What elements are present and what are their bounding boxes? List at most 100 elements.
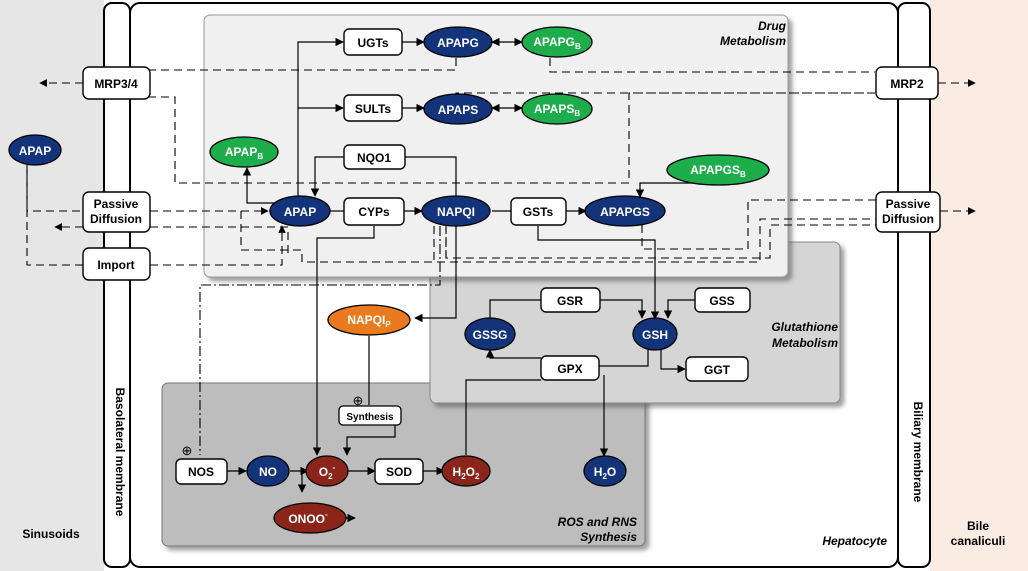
- hepatocyte-label: Hepatocyte: [822, 534, 887, 548]
- passive-diffusion-right-label-1: Passive: [886, 197, 931, 211]
- bile-canaliculi-label-2: canaliculi: [951, 534, 1006, 548]
- ggt-box[interactable]: GGT: [685, 356, 749, 382]
- gssg-label: GSSG: [473, 328, 508, 342]
- apapg-node[interactable]: [423, 26, 493, 58]
- gsts-box[interactable]: GSTs: [510, 197, 567, 226]
- no-node[interactable]: [246, 455, 290, 487]
- cyps-label: CYPs: [358, 205, 390, 219]
- gpx-to-gssg-line: [485, 349, 541, 359]
- h2o2-node[interactable]: [441, 455, 491, 487]
- synthesis-activation-symbol: ⊕: [353, 393, 364, 408]
- ugts-box[interactable]: UGTs: [343, 28, 403, 56]
- apaps-to-mrp2-line: [455, 92, 875, 124]
- passive-diffusion-left-label-1: Passive: [94, 197, 139, 211]
- passive-diffusion-left-box[interactable]: Passive Diffusion: [82, 191, 151, 233]
- efflux-mrp34-line-2: [148, 58, 457, 71]
- bile-canaliculi-region: [930, 0, 1028, 571]
- passive-diffusion-left-label-2: Diffusion: [90, 212, 142, 226]
- passive-diffusion-right-box[interactable]: Passive Diffusion: [875, 191, 941, 233]
- apap-to-ugts-line: [297, 37, 344, 205]
- apapg-label: APAPG: [437, 36, 479, 50]
- apapb-node[interactable]: [209, 136, 279, 168]
- ggt-label: GGT: [704, 363, 731, 377]
- passive-out-left-line-2: [150, 226, 289, 255]
- nos-activation-symbol: ⊕: [182, 443, 193, 458]
- nos-box[interactable]: NOS: [175, 458, 228, 485]
- sinusoids-label: Sinusoids: [22, 527, 80, 541]
- napqi-node[interactable]: [421, 195, 491, 227]
- cyps-to-o2-line: [312, 226, 375, 456]
- efflux-mrp34-line-3: [549, 58, 875, 73]
- gssg-node[interactable]: [464, 317, 516, 351]
- import-label: Import: [97, 258, 134, 272]
- apapgs-label: APAPGS: [600, 205, 650, 219]
- no-label: NO: [259, 465, 277, 479]
- gpx-box[interactable]: GPX: [540, 355, 600, 381]
- apapsb-label: APAPSB: [534, 102, 580, 118]
- apapgs-to-mrp34-line: [148, 92, 875, 184]
- onoo-label: ONOO-: [288, 510, 328, 526]
- import-line-1: [26, 170, 83, 266]
- nqo1-box[interactable]: NQO1: [343, 144, 406, 170]
- biliary-membrane-label: Biliary membrane: [911, 402, 925, 503]
- ros-rns-label-2: Synthesis: [580, 530, 637, 544]
- sod-label: SOD: [386, 465, 412, 479]
- apap-sinusoid-label: APAP: [19, 144, 51, 158]
- apap-node[interactable]: [269, 195, 331, 227]
- apapgs-node[interactable]: [584, 195, 666, 227]
- apapgsb-node[interactable]: [666, 154, 770, 186]
- napqip-label: NAPQIP: [347, 313, 391, 329]
- apapgb-label: APAPGB: [533, 35, 581, 51]
- apap-sinusoid-node[interactable]: [8, 134, 62, 166]
- apap-label: APAP: [284, 205, 316, 219]
- ugts-label: UGTs: [357, 36, 388, 50]
- nqo1-label: NQO1: [357, 151, 391, 165]
- synthesis-box[interactable]: Synthesis: [338, 405, 402, 426]
- passive-diffusion-right-label-2: Diffusion: [882, 212, 934, 226]
- gsh-to-gpx-line: [599, 350, 649, 367]
- apapgsb-label: APAPGSB: [690, 163, 746, 179]
- sults-box[interactable]: SULTs: [343, 94, 403, 122]
- gss-label: GSS: [709, 294, 734, 308]
- apapb-label: APAPB: [225, 145, 263, 161]
- h2o-label: H2O: [594, 465, 616, 481]
- onoo-node[interactable]: [273, 502, 347, 534]
- gsr-label: GSR: [557, 294, 583, 308]
- drug-metabolism-label-2: Metabolism: [720, 34, 786, 48]
- h2o2-label: H2O2: [453, 465, 480, 481]
- gss-to-gsh-line: [663, 299, 695, 319]
- napqi-activates-nos-line: [199, 226, 441, 455]
- mrp34-box[interactable]: MRP3/4: [82, 66, 151, 100]
- gsr-to-gssg-line: [489, 299, 541, 318]
- gpx-label: GPX: [557, 362, 582, 376]
- drug-metabolism-label-1: Drug: [758, 19, 787, 33]
- apaps-node[interactable]: [423, 93, 493, 125]
- napqi-to-napqip-line: [414, 226, 457, 323]
- glutathione-label-1: Glutathione: [771, 320, 838, 334]
- apapgs-to-passive-right-line: [641, 199, 876, 250]
- h2o2-to-gpx-line: [465, 379, 541, 455]
- gsr-to-gsh-line: [600, 299, 647, 319]
- biliary-membrane: [897, 2, 931, 568]
- gsts-to-gsh-line: [537, 226, 660, 320]
- mrp34-label: MRP3/4: [94, 77, 138, 91]
- cyps-box[interactable]: CYPs: [343, 197, 405, 226]
- gss-box[interactable]: GSS: [694, 287, 751, 313]
- o2-superoxide-node[interactable]: [305, 455, 349, 487]
- gsr-box[interactable]: GSR: [540, 287, 601, 313]
- import-box[interactable]: Import: [82, 247, 151, 281]
- sults-label: SULTs: [355, 102, 392, 116]
- gsh-node[interactable]: [632, 317, 678, 351]
- napqi-passive-loop-line: [445, 224, 876, 259]
- sod-box[interactable]: SOD: [374, 458, 424, 485]
- apapsb-node[interactable]: [521, 93, 593, 125]
- apapgsb-to-apapgs-line: [635, 182, 700, 198]
- apapgb-node[interactable]: [521, 26, 593, 58]
- ros-rns-label-1: ROS and RNS: [558, 515, 637, 529]
- napqip-node[interactable]: [327, 304, 411, 336]
- gsh-to-ggt-line: [660, 350, 686, 374]
- synthesis-label: Synthesis: [346, 412, 394, 423]
- h2o-node[interactable]: [583, 455, 627, 487]
- mrp2-box[interactable]: MRP2: [875, 66, 939, 100]
